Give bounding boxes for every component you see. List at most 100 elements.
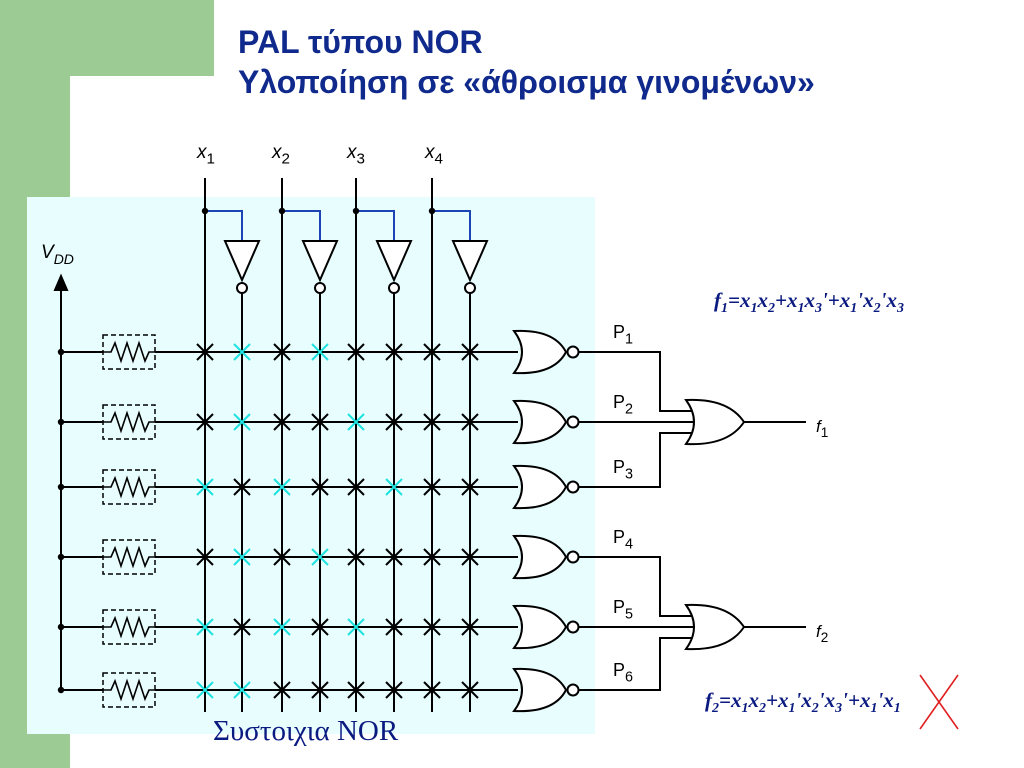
crosspoint-connected <box>461 618 479 636</box>
nor-array-panel <box>27 197 595 734</box>
crosspoint-connected <box>385 618 403 636</box>
corner-decoration <box>0 0 214 76</box>
crosspoint-connected <box>461 478 479 496</box>
input-inverters <box>223 240 489 294</box>
crosspoint-connected <box>423 413 441 431</box>
cross-stroke <box>347 343 365 361</box>
resistor-zigzag <box>103 615 155 639</box>
f1-route-bot <box>578 432 698 488</box>
cross-stroke <box>233 343 251 361</box>
inverter-bubble <box>236 282 248 294</box>
cross-stroke <box>461 681 479 699</box>
inverter-x3 <box>375 240 413 283</box>
crosspoint-connected <box>311 413 329 431</box>
nor-gate-body <box>512 604 568 650</box>
junction-dot <box>57 418 65 426</box>
vdd-arrow <box>53 273 69 291</box>
inverter-bubble <box>314 282 326 294</box>
junction-dot <box>201 207 209 215</box>
cross-stroke <box>385 478 403 496</box>
cross-stroke <box>423 681 441 699</box>
inverter-x1 <box>223 240 261 283</box>
crosspoint-connected <box>311 681 329 699</box>
cross-stroke <box>461 343 479 361</box>
crosspoint-programmed <box>196 618 214 636</box>
crosspoint-programmed <box>385 478 403 496</box>
inverter-bubble <box>388 282 400 294</box>
cross-stroke <box>233 413 251 431</box>
nor-gate-P4 <box>512 534 580 580</box>
vdd-label: VDD <box>41 242 74 267</box>
array-caption: Συστοιχια NOR <box>213 715 399 747</box>
inverter-feed-x1 <box>205 210 243 240</box>
resistor-zigzag <box>103 340 155 364</box>
crosspoint-connected <box>273 681 291 699</box>
title-line-1: PAL τύπου NOR <box>238 24 483 60</box>
nor-gate-bubble <box>566 620 580 634</box>
title-line-2: Υλοποίηση σε «άθροισμα γινομένων» <box>238 64 815 100</box>
formula-f1-text: f1=x1x2+x1x3'+x1'x2'x3 <box>714 288 904 317</box>
cross-stroke <box>233 478 251 496</box>
formula-f1: f1=x1x2+x1x3'+x1'x2'x3 <box>714 288 904 317</box>
cross-stroke <box>311 548 329 566</box>
nor-gate-body <box>512 534 568 580</box>
resistor-zigzag <box>103 410 155 434</box>
cross-stroke <box>423 413 441 431</box>
crosspoint-programmed <box>311 548 329 566</box>
output-label-f2: f2 <box>816 622 828 645</box>
input-label-x4: x4 <box>424 142 443 168</box>
junction-dot <box>57 348 65 356</box>
crosspoint-connected <box>196 343 214 361</box>
product-label-P3: P3 <box>613 457 633 482</box>
crosspoint-programmed <box>273 478 291 496</box>
crosspoint-connected <box>196 548 214 566</box>
cross-stroke <box>196 681 214 699</box>
formula-f2: f2=x1x2+x1'x2'x3'+x1'x1 <box>705 688 901 717</box>
crosspoint-connected <box>273 548 291 566</box>
junction-dot <box>428 207 436 215</box>
resistor-zigzag <box>103 475 155 499</box>
nor-gates <box>512 329 580 713</box>
cross-stroke <box>461 478 479 496</box>
cross-stroke <box>423 478 441 496</box>
strike-cross-mark <box>919 674 959 730</box>
nor-gate-bubble <box>566 415 580 429</box>
nor-gate-P1 <box>512 329 580 375</box>
cross-stroke <box>273 478 291 496</box>
cross-stroke <box>347 478 365 496</box>
cross-stroke <box>196 618 214 636</box>
or-gate-body <box>684 398 746 446</box>
or-gate-f1 <box>684 398 746 446</box>
cross-stroke <box>423 343 441 361</box>
cross-stroke <box>273 548 291 566</box>
cross-stroke <box>385 548 403 566</box>
crosspoint-connected <box>423 681 441 699</box>
cross-stroke <box>347 618 365 636</box>
cross-stroke <box>347 681 365 699</box>
crosspoint-connected <box>461 343 479 361</box>
f2-route-top <box>578 556 698 617</box>
crosspoint-connected <box>385 413 403 431</box>
output-label-f1: f1 <box>816 417 828 440</box>
crosspoint-connected <box>461 681 479 699</box>
cross-stroke <box>385 618 403 636</box>
cross-stroke <box>273 618 291 636</box>
crosspoint-connected <box>385 681 403 699</box>
wires <box>53 178 806 712</box>
nor-gate-body <box>512 667 568 713</box>
resistor-zigzag <box>103 545 155 569</box>
nor-gate-bubble <box>566 345 580 359</box>
junction-dot <box>57 553 65 561</box>
resistor-zigzag <box>103 678 155 702</box>
cross-stroke <box>461 413 479 431</box>
nor-gate-body <box>512 464 568 510</box>
inverter-x4 <box>451 240 489 283</box>
cross-stroke <box>273 413 291 431</box>
crosspoint-connected <box>423 618 441 636</box>
crosspoint-programmed <box>233 343 251 361</box>
input-label-x1: x1 <box>196 142 215 168</box>
crosspoint-connected <box>196 413 214 431</box>
crosspoint-connected <box>385 343 403 361</box>
cross-stroke <box>311 681 329 699</box>
